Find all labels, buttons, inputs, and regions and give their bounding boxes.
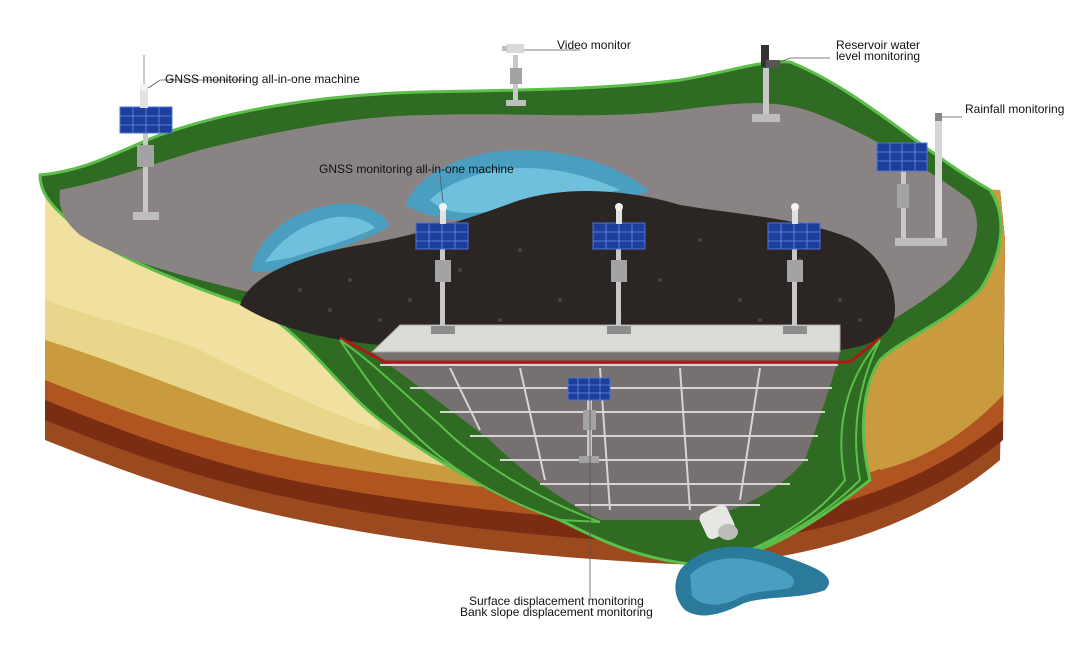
water-pond — [250, 150, 650, 273]
label-reservoir-line2: level monitoring — [836, 49, 921, 63]
rain-gauge-icon — [935, 115, 942, 240]
gnss-station-pile-1 — [415, 203, 469, 334]
label-surface-displacement: Surface displacement monitoring — [469, 594, 644, 608]
drain-pipe-icon — [699, 504, 738, 540]
gnss-station-pile-2 — [592, 203, 646, 334]
label-gnss-center: GNSS monitoring all-in-one machine — [319, 162, 514, 176]
label-rainfall: Rainfall monitoring — [965, 102, 1065, 116]
leader-lines — [147, 49, 962, 598]
drain-outflow — [675, 504, 829, 616]
gnss-station-pile-3 — [767, 203, 821, 334]
gnss-antenna-icon — [140, 88, 148, 108]
reservoir-level-station — [752, 45, 780, 122]
label-video-monitor: Video monitor — [557, 38, 631, 52]
label-gnss-left: GNSS monitoring all-in-one machine — [165, 72, 360, 86]
camera-icon — [502, 44, 524, 53]
water-level-sensor-icon — [761, 45, 780, 68]
label-bank-slope-displacement: Bank slope displacement monitoring — [460, 605, 653, 619]
tailings-pile — [240, 190, 895, 350]
label-reservoir-line1: Reservoir water — [836, 38, 921, 52]
surface-displacement-station — [567, 377, 611, 463]
dam-face — [339, 324, 881, 520]
rainfall-station — [876, 113, 947, 246]
video-monitor-station — [502, 44, 526, 106]
gnss-station-left — [119, 55, 173, 220]
